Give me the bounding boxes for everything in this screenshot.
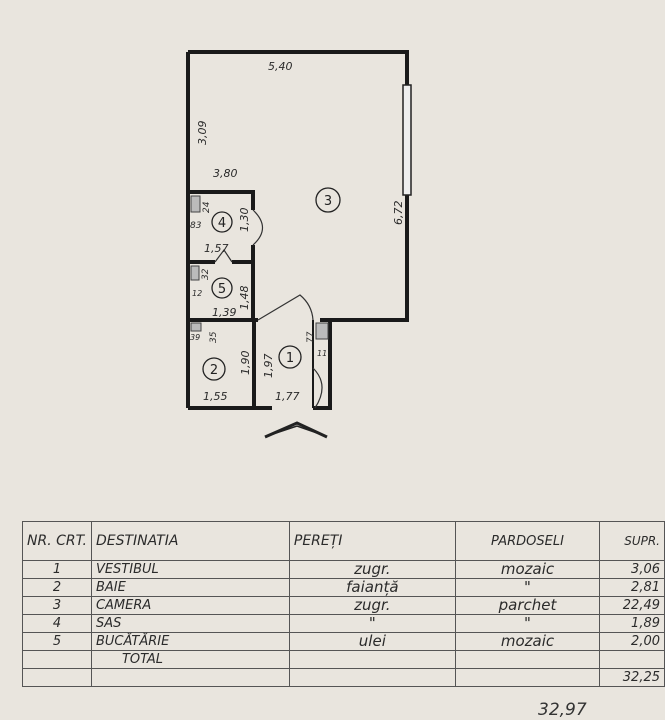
cell-pereti: ulei — [288, 632, 456, 651]
svg-text:1,39: 1,39 — [212, 306, 237, 319]
svg-text:3,80: 3,80 — [213, 167, 238, 180]
cell-pardoseli: mozaic — [454, 560, 601, 579]
svg-text:1,55: 1,55 — [203, 390, 228, 403]
entrance-arrow-icon — [264, 421, 328, 439]
total-row: TOTAL — [22, 650, 665, 669]
total-label: TOTAL — [90, 650, 290, 669]
cell-destinatia: VESTIBUL — [90, 560, 290, 579]
svg-text:1,97: 1,97 — [262, 354, 275, 379]
cell-pardoseli: " — [454, 578, 601, 597]
door-swings — [214, 209, 323, 409]
header-nr: NR. CRT. — [22, 521, 92, 561]
room-2: 2 1,90 1,55 39 35 — [190, 331, 252, 403]
cell-nr: 4 — [22, 614, 92, 633]
cell-nr: 2 — [22, 578, 92, 597]
svg-text:1,90: 1,90 — [239, 351, 252, 376]
room-5: 5 1,48 1,39 32 12 — [192, 268, 251, 319]
svg-text:11: 11 — [317, 349, 327, 358]
cell-pardoseli: mozaic — [454, 632, 601, 651]
cell-pereti: " — [288, 614, 456, 633]
svg-text:1,57: 1,57 — [204, 242, 229, 255]
total-value-row: 32,25 — [22, 668, 665, 687]
svg-text:2: 2 — [210, 363, 218, 378]
header-destinatia: DESTINATIA — [90, 521, 290, 561]
cell-pereti: zugr. — [288, 596, 456, 615]
svg-text:4: 4 — [218, 216, 226, 231]
svg-text:5,40: 5,40 — [268, 60, 293, 73]
total-value: 32,25 — [599, 668, 665, 687]
svg-text:6,72: 6,72 — [392, 201, 405, 226]
svg-text:12: 12 — [192, 289, 202, 298]
room-1: 1 1,97 1,77 77 11 — [262, 331, 327, 403]
cell-destinatia: CAMERA — [90, 596, 290, 615]
header-pardoseli: PARDOSELI — [454, 521, 601, 561]
svg-text:1: 1 — [286, 351, 294, 366]
cell-pardoseli: parchet — [454, 596, 601, 615]
cell-destinatia: BAIE — [90, 578, 290, 597]
rooms-table: NR. CRT. DESTINATIA PEREȚI PARDOSELI SUP… — [22, 521, 665, 687]
cell-pardoseli: " — [454, 614, 601, 633]
cell-destinatia: BUCĂTĂRIE — [90, 632, 290, 651]
corrected-total: 32,97 — [538, 700, 587, 720]
cell-destinatia: SAS — [90, 614, 290, 633]
cell-supr: 1,89 — [599, 614, 665, 633]
cell-pereti: zugr. — [288, 560, 456, 579]
room-4: 4 1,30 1,57 83 24 — [190, 201, 251, 255]
svg-text:3,09: 3,09 — [196, 121, 209, 146]
header-pereti: PEREȚI — [288, 521, 456, 561]
svg-text:1,30: 1,30 — [238, 208, 251, 233]
svg-text:24: 24 — [202, 201, 212, 213]
svg-text:3: 3 — [324, 194, 332, 209]
cell-nr: 1 — [22, 560, 92, 579]
svg-text:32: 32 — [201, 268, 211, 280]
room-3: 3 5,40 3,09 3,80 6,72 — [196, 60, 405, 225]
table-header: NR. CRT. DESTINATIA PEREȚI PARDOSELI SUP… — [22, 521, 665, 561]
svg-text:1,48: 1,48 — [238, 286, 251, 311]
header-supr: SUPR. — [599, 521, 665, 561]
svg-text:5: 5 — [218, 282, 226, 297]
cell-nr: 5 — [22, 632, 92, 651]
svg-text:39: 39 — [190, 333, 200, 342]
cell-nr: 3 — [22, 596, 92, 615]
cell-supr: 2,81 — [599, 578, 665, 597]
svg-text:1,77: 1,77 — [275, 390, 300, 403]
cell-supr: 22,49 — [599, 596, 665, 615]
svg-text:35: 35 — [209, 331, 219, 343]
svg-text:77: 77 — [306, 331, 316, 343]
cell-supr: 3,06 — [599, 560, 665, 579]
cell-supr: 2,00 — [599, 632, 665, 651]
floor-plan: 3 5,40 3,09 3,80 6,72 4 1,30 1,57 83 2 4 … — [186, 50, 412, 439]
shafts — [190, 195, 329, 340]
cell-pereti: faianță — [288, 578, 456, 597]
window — [402, 84, 412, 196]
svg-text:83: 83 — [190, 221, 202, 231]
